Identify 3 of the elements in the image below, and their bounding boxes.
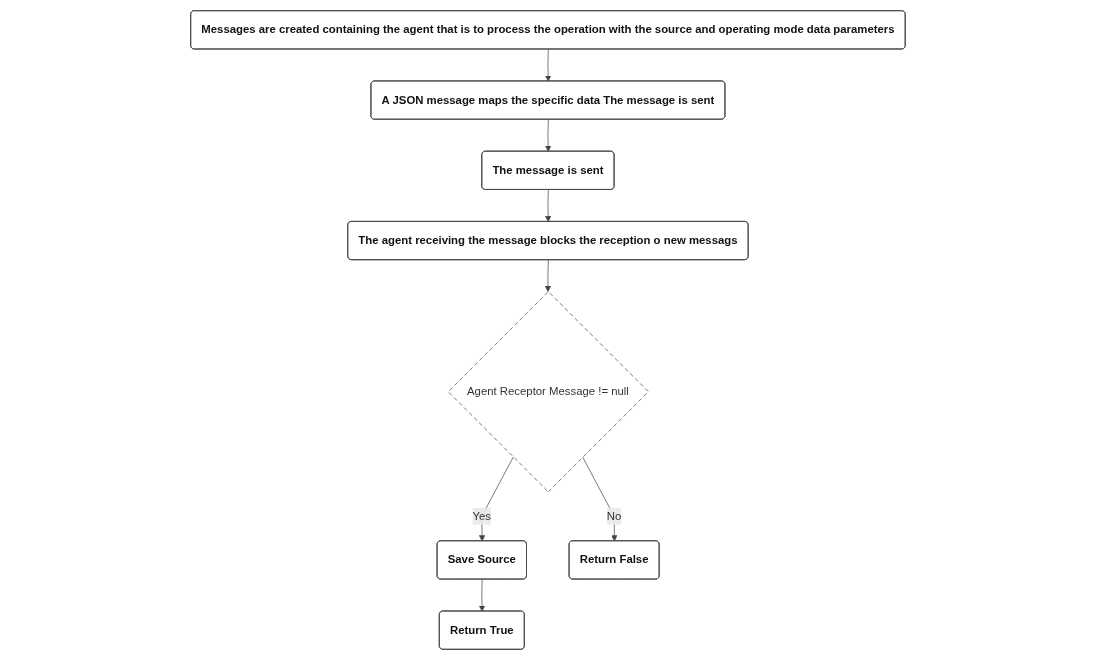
edge-label: Yes xyxy=(472,509,491,522)
node-diamond: Agent Receptor Message != null xyxy=(447,291,649,493)
edge-label: No xyxy=(606,509,621,522)
